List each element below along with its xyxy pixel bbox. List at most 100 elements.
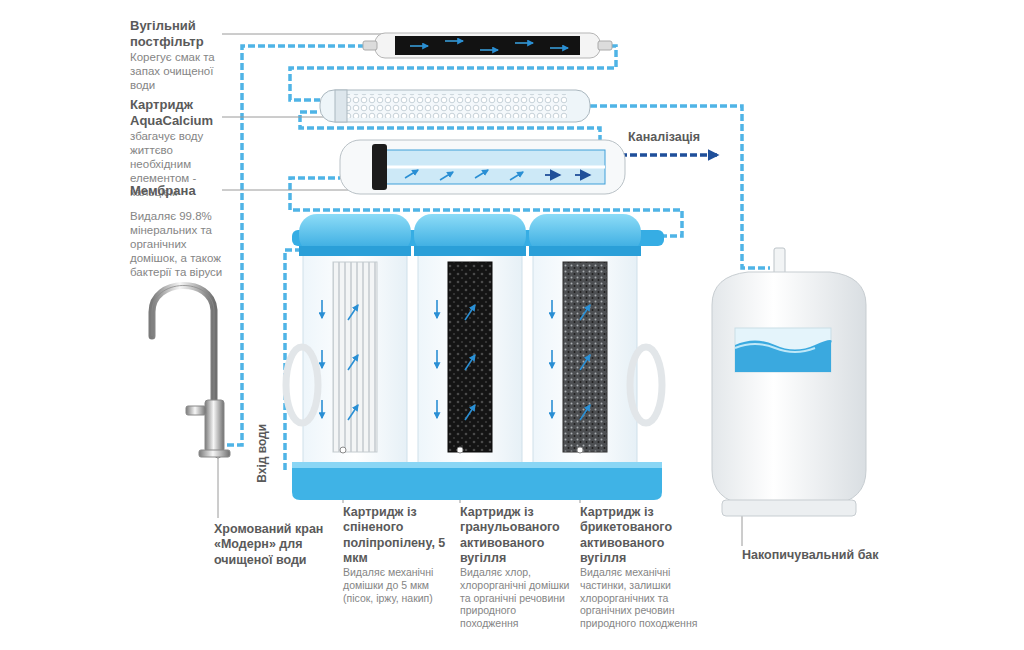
callout-text: Видаляє механічні частинки, залишки хлор…: [580, 566, 698, 630]
gac-cartridge: [448, 262, 492, 452]
aquacalcium-cartridge: [345, 94, 567, 118]
leader-line: [218, 455, 219, 518]
postfilter-cartridge: [363, 33, 612, 58]
chrome-faucet: [205, 400, 224, 452]
storage-tank: [735, 328, 831, 372]
flow-arrow: [580, 405, 590, 420]
storage-tank: [712, 272, 866, 505]
flow-arrow: [321, 300, 323, 318]
callout-heading: Картридж із гранульованого активованого …: [460, 505, 572, 566]
membrane-housing: [405, 170, 418, 178]
postfilter-cartridge: [375, 33, 600, 58]
housing-cap: [299, 246, 411, 256]
flow-arrow: [580, 355, 590, 370]
flow-arrow: [465, 405, 475, 420]
callout-heading: Хромований кран «Модерн» для очищеної во…: [214, 522, 332, 568]
callout-text: Видаляє механічні домішки до 5 мкм (пісо…: [343, 566, 451, 604]
flow-arrow: [322, 300, 590, 420]
membrane-housing: [545, 174, 590, 176]
chrome-faucet: [152, 285, 214, 405]
drain-pipe: [610, 155, 718, 156]
housing-handle: [286, 347, 318, 423]
housing-base: [292, 462, 662, 468]
flow-arrow: [551, 300, 553, 318]
inlet-label: Вхід води: [255, 403, 270, 503]
leader-line: [218, 34, 742, 546]
membrane-housing: [440, 172, 453, 180]
cto-cartridge: [563, 262, 607, 452]
housing-body: [418, 245, 522, 470]
membrane-housing: [510, 172, 523, 180]
storage-tank: [735, 344, 815, 352]
pp-cartridge: [333, 262, 377, 452]
membrane-housing: [372, 144, 387, 190]
callout-heading: Мембрана: [130, 183, 230, 199]
chrome-faucet: [152, 285, 230, 457]
flow-arrow: [551, 350, 553, 368]
aquacalcium-cartridge: [320, 90, 590, 122]
postfilter-cartridge: [515, 42, 533, 44]
pp-cartridge: [333, 262, 377, 452]
flow-arrow: [551, 400, 553, 418]
housing-body: [533, 245, 637, 470]
callout-heading: Картридж із спіненого поліпропілену, 5 м…: [343, 505, 455, 566]
postfilter-cartridge: [598, 41, 612, 50]
water-pipe: [226, 46, 770, 470]
membrane-housing: [385, 166, 605, 169]
postfilter-cartridge: [480, 49, 498, 51]
storage-tank: [735, 340, 832, 372]
gac-cartridge: [448, 262, 492, 452]
membrane-housing: [340, 140, 625, 194]
drain-pipe: [610, 153, 718, 157]
outlet-label: Каналізація: [628, 130, 723, 145]
chrome-faucet: [199, 450, 230, 457]
leader-dot: [340, 447, 346, 453]
flow-arrow: [580, 305, 590, 320]
storage-tank: [722, 500, 856, 516]
aquacalcium-cartridge: [320, 90, 590, 122]
flow-arrow: [348, 355, 358, 370]
postfilter-cartridge: [395, 36, 580, 55]
membrane-housing: [340, 140, 625, 194]
callout-heading: Накопичувальний бак: [742, 548, 892, 563]
flow-arrow: [465, 355, 475, 370]
leader-dot: [457, 447, 463, 453]
leader-line: [222, 190, 350, 191]
flow-arrow: [321, 350, 323, 368]
callout-heading: Картридж із брикетованого активованого в…: [580, 505, 692, 566]
leader-dot: [577, 447, 583, 453]
postfilter-cartridge: [410, 41, 568, 50]
membrane-housing: [405, 170, 523, 180]
flow-arrow: [436, 350, 438, 368]
cto-cartridge: [563, 262, 607, 452]
housing-base: [292, 462, 662, 500]
postfilter-cartridge: [410, 45, 428, 47]
postfilter-cartridge: [445, 40, 463, 42]
postfilter-cartridge: [363, 41, 377, 50]
leader-line: [222, 117, 335, 118]
chrome-faucet: [152, 285, 214, 405]
flow-arrow: [321, 400, 323, 418]
flow-arrow: [348, 405, 358, 420]
membrane-housing: [575, 174, 590, 176]
storage-tank: [712, 248, 866, 516]
callout-text: Корегує смак та запах очищеної води: [130, 50, 225, 92]
housing-handle: [630, 347, 662, 423]
flow-arrow: [348, 305, 358, 320]
callout-heading: Картридж AquaCalcium: [130, 97, 230, 129]
housing-cap: [414, 246, 526, 256]
housing-cap: [292, 214, 664, 256]
aquacalcium-cartridge: [335, 90, 347, 122]
chrome-faucet: [186, 406, 206, 415]
membrane-housing: [545, 174, 560, 176]
flow-arrow: [436, 300, 438, 318]
flow-arrow: [436, 400, 438, 418]
housing-cap: [529, 246, 641, 256]
membrane-housing: [475, 170, 488, 178]
membrane-housing: [385, 150, 605, 184]
housing-base: [292, 462, 662, 500]
leader-line: [222, 34, 385, 35]
flow-arrow: [465, 305, 475, 320]
